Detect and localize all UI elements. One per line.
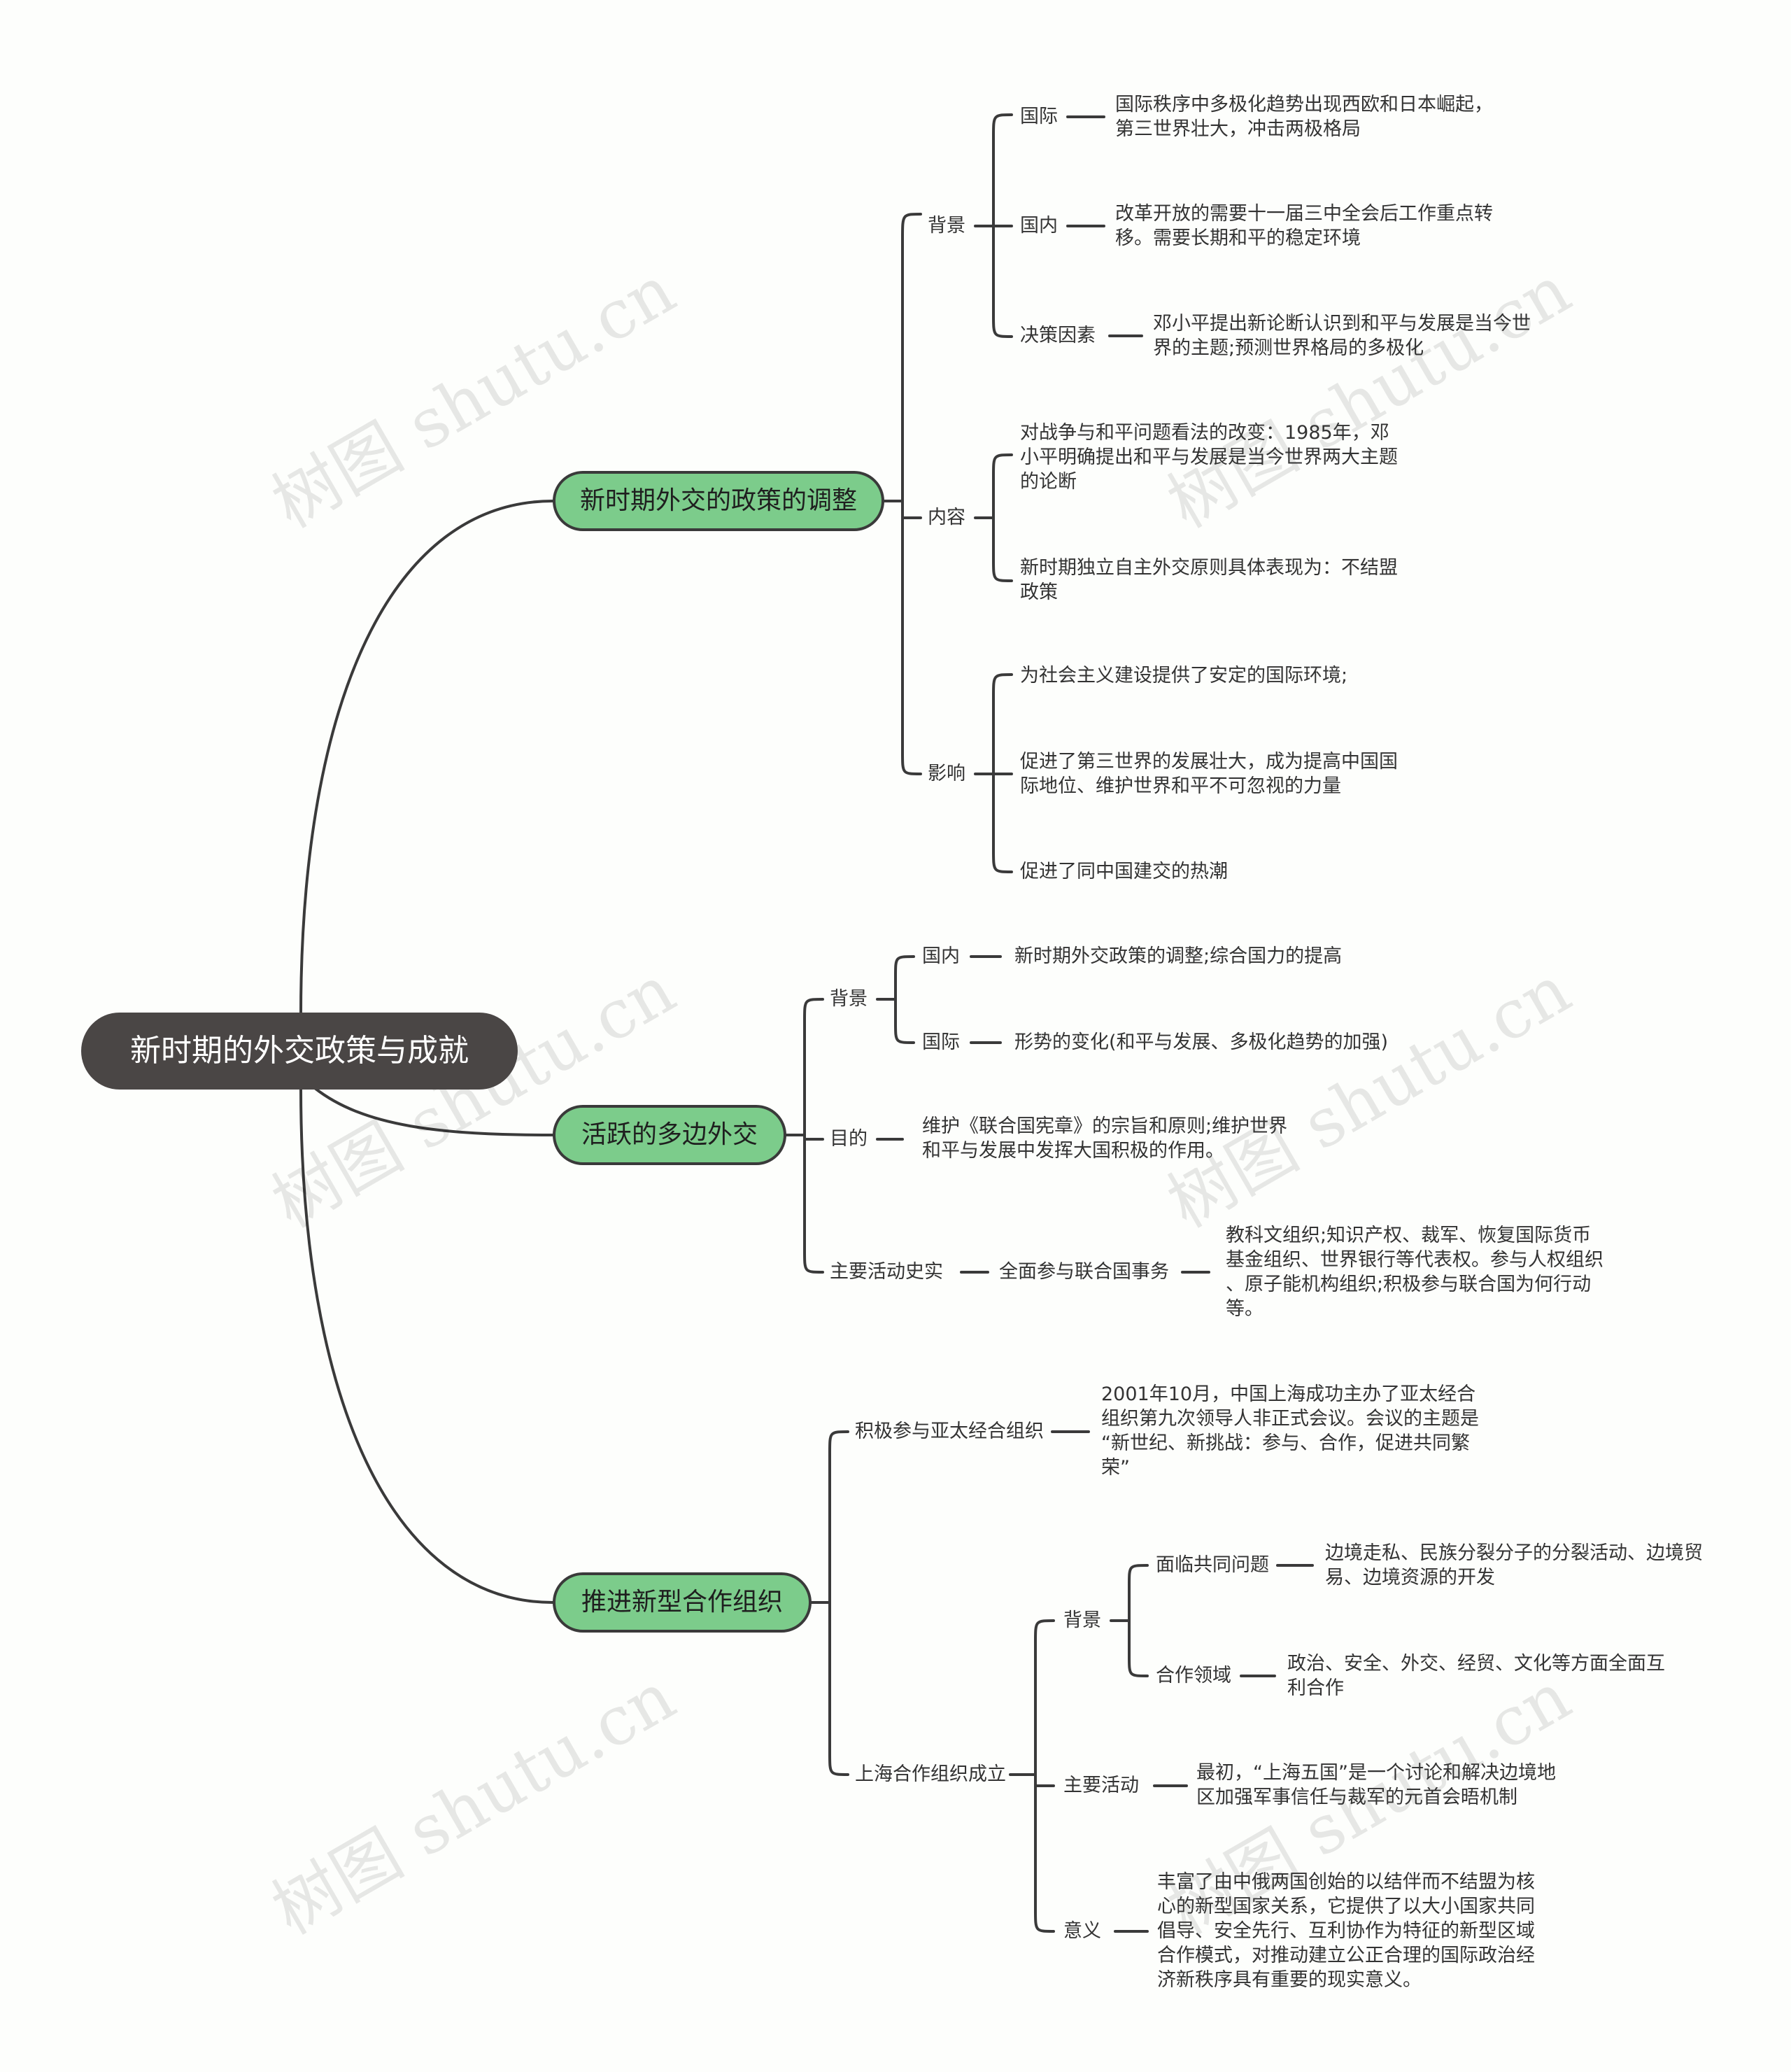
node-b3-activities[interactable]: 主要活动 — [1063, 1775, 1139, 1796]
text-b3-apec: 2001年10月，中国上海成功主办了亚太经合 组织第九次领导人非正式会议。会议的… — [1101, 1383, 1479, 1479]
node-b1-impact[interactable]: 影响 — [928, 763, 965, 784]
text-b1-domestic: 改革开放的需要十一届三中全会后工作重点转 移。需要长期和平的稳定环境 — [1115, 203, 1493, 249]
node-b3-sco-background[interactable]: 背景 — [1063, 1609, 1101, 1631]
text-b1-decision: 邓小平提出新论断认识到和平与发展是当今世 界的主题;预测世界格局的多极化 — [1153, 313, 1531, 359]
node-b1-decision[interactable]: 决策因素 — [1020, 325, 1096, 346]
text-b2-purpose: 维护《联合国宪章》的宗旨和原则;维护世界 和平与发展中发挥大国积极的作用。 — [922, 1115, 1288, 1162]
node-b1-intl[interactable]: 国际 — [1020, 106, 1058, 127]
text-b1-content-2: 新时期独立自主外交原则具体表现为：不结盟 政策 — [1020, 557, 1398, 603]
node-b1-domestic[interactable]: 国内 — [1020, 215, 1058, 237]
text-b1-impact-1: 为社会主义建设提供了安定的国际环境; — [1020, 665, 1348, 686]
node-b2-activities[interactable]: 主要活动史实 — [830, 1261, 943, 1283]
text-b3-activities: 最初，“上海五国”是一个讨论和解决边境地 区加强军事信任与裁军的元首会晤机制 — [1196, 1762, 1556, 1808]
text-b2-activities: 教科文组织;知识产权、裁军、恢复国际货币 基金组织、世界银行等代表权。参与人权组… — [1226, 1225, 1604, 1320]
node-b1-background[interactable]: 背景 — [928, 215, 965, 237]
branch-policy-adjustment[interactable]: 新时期外交的政策的调整 — [553, 471, 884, 531]
text-b2-intl: 形势的变化(和平与发展、多极化趋势的加强) — [1014, 1031, 1389, 1053]
text-b1-intl: 国际秩序中多极化趋势出现西欧和日本崛起， 第三世界壮大，冲击两极格局 — [1115, 94, 1493, 140]
node-b2-domestic[interactable]: 国内 — [922, 945, 960, 967]
branch-new-cooperation[interactable]: 推进新型合作组织 — [553, 1572, 812, 1633]
text-b1-impact-2: 促进了第三世界的发展壮大，成为提高中国国 际地位、维护世界和平不可忽视的力量 — [1020, 751, 1398, 797]
node-b2-background[interactable]: 背景 — [830, 988, 868, 1010]
text-b3-problems: 边境走私、民族分裂分子的分裂活动、边境贸 易、边境资源的开发 — [1325, 1542, 1703, 1588]
node-b3-significance[interactable]: 意义 — [1063, 1920, 1101, 1942]
branch-multilateral-diplomacy[interactable]: 活跃的多边外交 — [553, 1105, 786, 1165]
node-b2-intl[interactable]: 国际 — [922, 1031, 960, 1053]
node-b3-problems[interactable]: 面临共同问题 — [1156, 1554, 1269, 1576]
node-b1-content[interactable]: 内容 — [928, 507, 965, 528]
text-b1-impact-3: 促进了同中国建交的热潮 — [1020, 861, 1228, 882]
text-b3-significance: 丰富了由中俄两国创始的以结伴而不结盟为核 心的新型国家关系，它提供了以大小国家共… — [1157, 1871, 1535, 1991]
node-b3-sco[interactable]: 上海合作组织成立 — [855, 1763, 1006, 1785]
node-b2-purpose[interactable]: 目的 — [830, 1128, 868, 1150]
text-b2-domestic: 新时期外交政策的调整;综合国力的提高 — [1014, 945, 1343, 967]
node-b2-un-affairs[interactable]: 全面参与联合国事务 — [999, 1261, 1169, 1283]
text-b3-fields: 政治、安全、外交、经贸、文化等方面全面互 利合作 — [1287, 1653, 1665, 1699]
node-b3-fields[interactable]: 合作领域 — [1156, 1665, 1231, 1686]
text-b1-content-1: 对战争与和平问题看法的改变：1985年，邓 小平明确提出和平与发展是当今世界两大… — [1020, 422, 1398, 493]
node-b3-apec[interactable]: 积极参与亚太经合组织 — [855, 1421, 1044, 1442]
root-node[interactable]: 新时期的外交政策与成就 — [81, 1013, 518, 1090]
